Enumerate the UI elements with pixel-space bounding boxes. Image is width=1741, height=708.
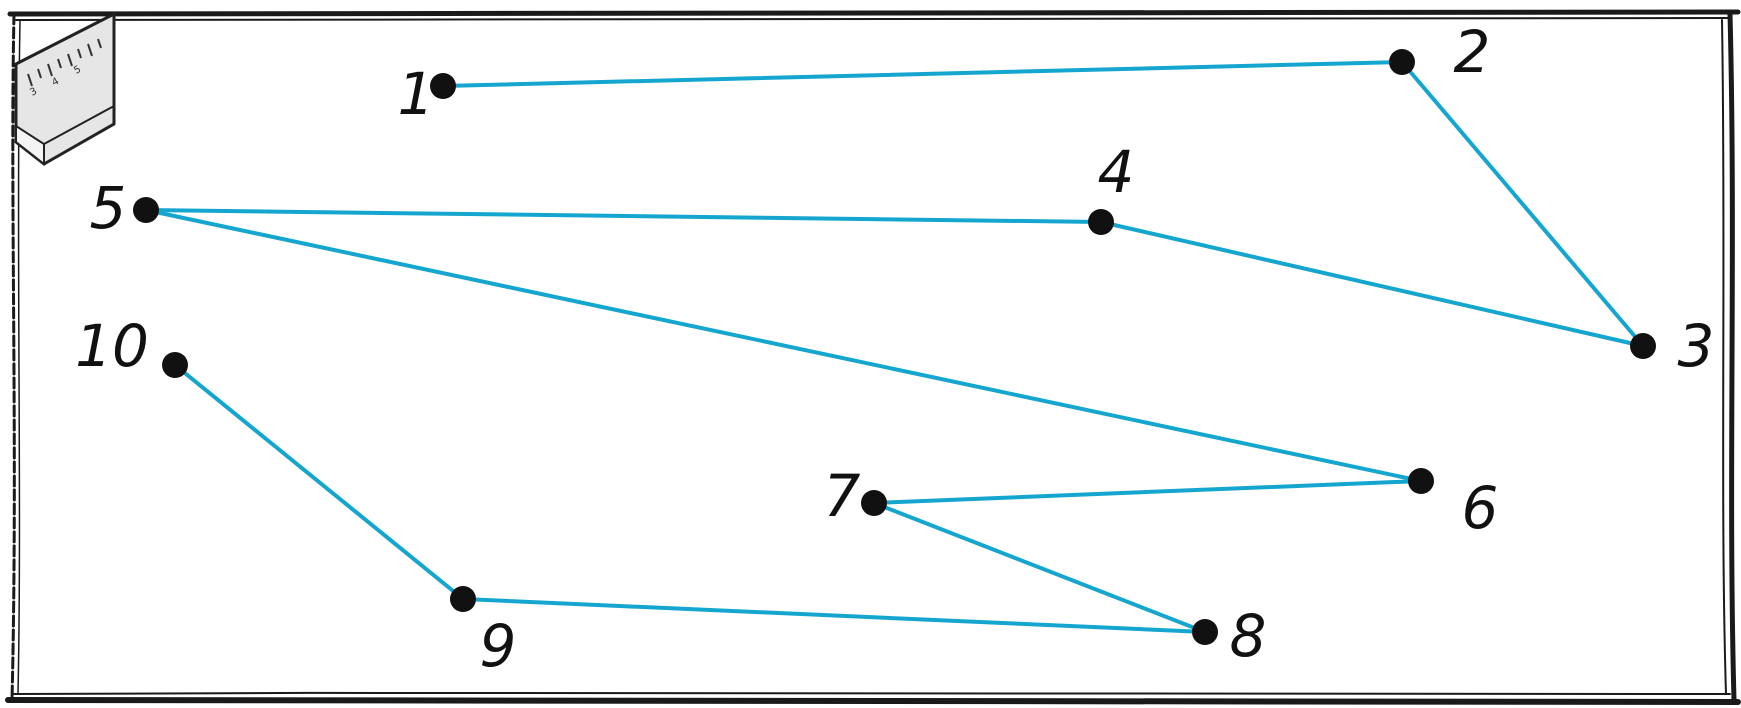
dot-3[interactable] [1630, 333, 1656, 359]
dot-2[interactable] [1389, 49, 1415, 75]
connecting-lines [146, 62, 1643, 632]
dot-label-2: 2 [1454, 18, 1491, 86]
dot-label-7: 7 [824, 462, 861, 530]
dot-6[interactable] [1408, 468, 1434, 494]
dot-4[interactable] [1088, 209, 1114, 235]
line-segment-9-10 [175, 365, 463, 599]
line-segment-1-2 [443, 62, 1402, 86]
dot-8[interactable] [1192, 619, 1218, 645]
dot-label-5: 5 [90, 174, 127, 242]
dot-label-6: 6 [1462, 474, 1499, 542]
dot-10[interactable] [162, 352, 188, 378]
dot-7[interactable] [861, 490, 887, 516]
dots-layer: 1 2 3 4 5 6 7 8 9 10 [75, 18, 1714, 680]
dot-9[interactable] [450, 586, 476, 612]
line-segment-7-8 [874, 503, 1205, 632]
line-segment-8-9 [463, 599, 1205, 632]
dot-label-3: 3 [1678, 312, 1715, 380]
dot-label-9: 9 [480, 612, 517, 680]
sketch-frame [8, 12, 1738, 702]
dot-label-8: 8 [1230, 602, 1267, 670]
dot-label-10: 10 [75, 312, 149, 380]
line-segment-3-4 [1101, 222, 1643, 346]
line-segment-6-7 [874, 481, 1421, 503]
line-segment-4-5 [146, 210, 1101, 222]
ruler-icon[interactable]: 3 4 5 [16, 14, 114, 164]
line-segment-2-3 [1402, 62, 1643, 346]
dot-5[interactable] [133, 197, 159, 223]
dot-label-4: 4 [1098, 138, 1135, 206]
dot-label-1: 1 [398, 60, 435, 128]
